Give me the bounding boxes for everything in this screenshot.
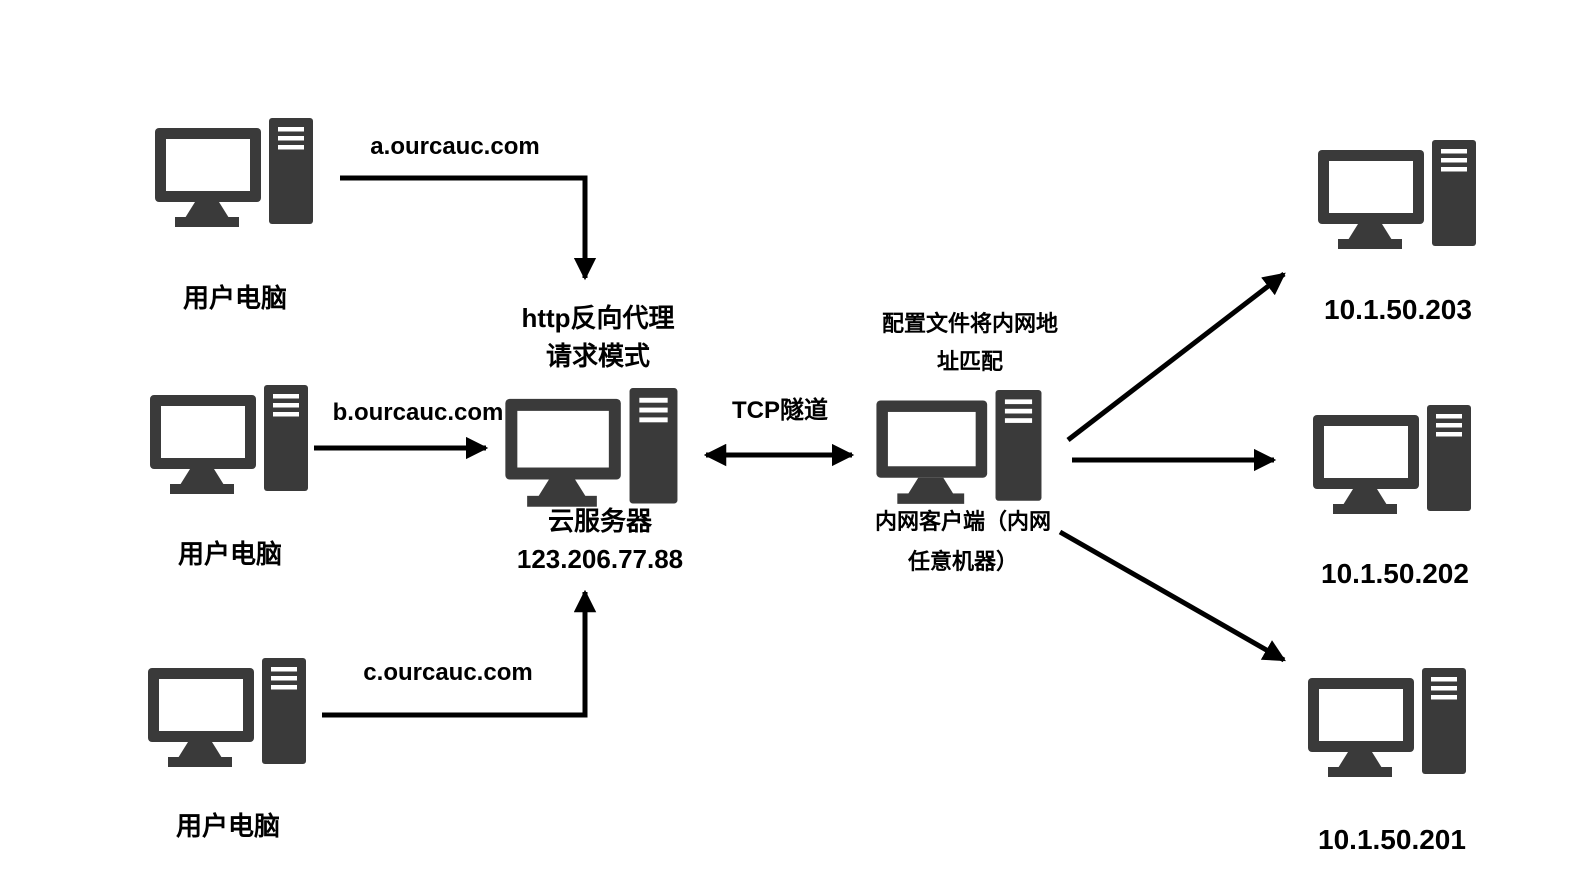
arrow-label-c: c.ourcauc.com	[363, 659, 533, 686]
cloud-server-note-line1: http反向代理	[521, 303, 675, 333]
arrow-to-203	[1066, 272, 1286, 442]
user-computer-2-label: 用户电脑	[177, 539, 282, 569]
arrow-a-request	[340, 175, 597, 281]
intranet-client-label-line1: 内网客户端（内网	[874, 509, 1051, 534]
computer-icon	[155, 118, 315, 230]
user-computer-3	[148, 658, 308, 770]
cloud-server-label: 云服务器	[547, 506, 652, 536]
cloud-server-ip: 123.206.77.88	[516, 544, 684, 574]
tcp-tunnel-label: TCP隧道	[732, 397, 828, 424]
intranet-client-note-line2: 址匹配	[936, 349, 1003, 374]
computer-icon	[876, 390, 1044, 507]
intranet-client-note-line1: 配置文件将内网地	[881, 311, 1058, 336]
target-machine-1	[1318, 140, 1478, 252]
user-computer-3-label: 用户电脑	[175, 811, 280, 841]
computer-icon	[1308, 668, 1468, 780]
computer-icon	[148, 658, 308, 770]
cloud-server	[505, 388, 680, 510]
user-computer-1	[155, 118, 315, 230]
computer-icon	[1318, 140, 1478, 252]
cloud-server-note-line2: 请求模式	[545, 341, 650, 371]
target-machine-1-ip: 10.1.50.203	[1324, 294, 1472, 325]
arrow-label-a: a.ourcauc.com	[370, 133, 540, 160]
target-machine-3	[1308, 668, 1468, 780]
arrow-to-201	[1058, 529, 1286, 663]
user-computer-1-label: 用户电脑	[182, 283, 287, 313]
target-machine-2	[1313, 405, 1473, 517]
arrow-label-b: b.ourcauc.com	[332, 399, 504, 426]
arrow-c-request	[322, 589, 597, 718]
target-machine-2-ip: 10.1.50.202	[1321, 558, 1469, 589]
computer-icon	[505, 388, 680, 510]
intranet-client	[876, 390, 1044, 507]
computer-icon	[1313, 405, 1473, 517]
intranet-client-label-line2: 任意机器）	[907, 549, 1018, 574]
target-machine-3-ip: 10.1.50.201	[1318, 824, 1466, 855]
